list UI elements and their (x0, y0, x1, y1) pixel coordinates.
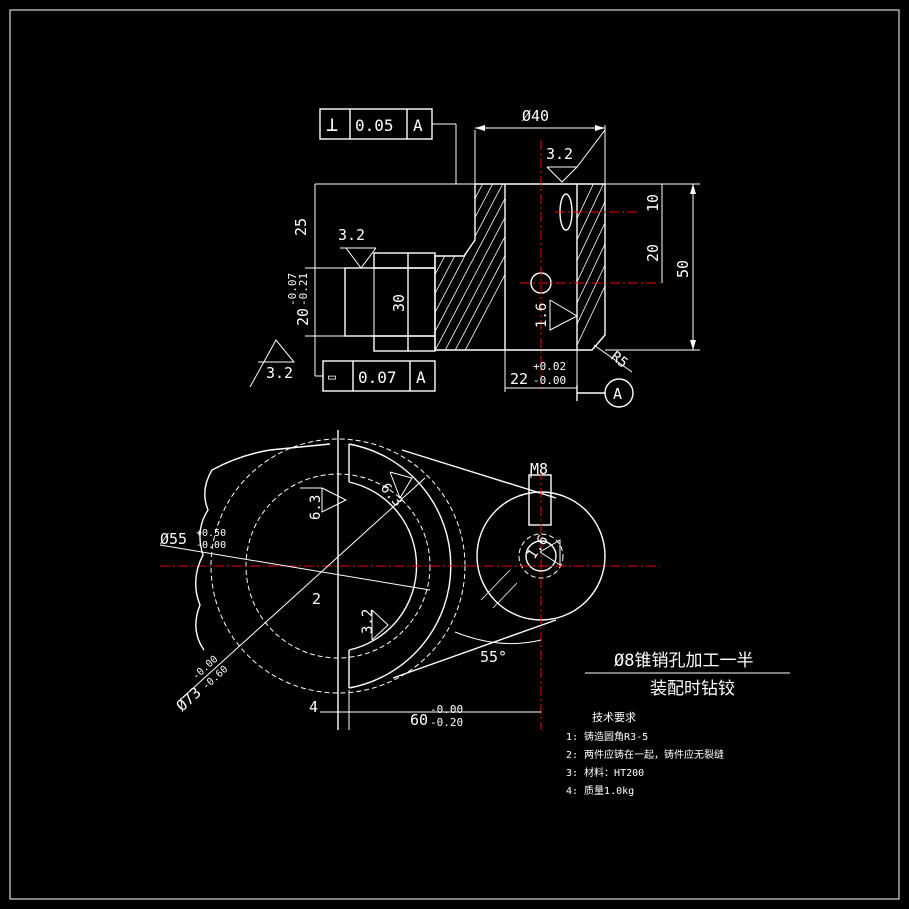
roughness-plan-16: 1.6 (524, 532, 552, 562)
dim-d73-main: Ø73 (173, 683, 205, 715)
roughness-bottom: 3.2 (266, 364, 293, 382)
tech-title: 技术要求 (592, 711, 636, 724)
tech-item-1: 1: 铸造圆角R3-5 (566, 730, 648, 743)
flatness-icon: ▭ (328, 370, 336, 385)
tolerance-top-datum: A (413, 116, 423, 135)
hatch-region (435, 184, 605, 350)
tolerance-bottom-value: 0.07 (358, 368, 397, 387)
roughness-plan-32: 3.2 (360, 609, 376, 634)
dim-h20-main: 20 (294, 308, 312, 326)
dim-h20-right: 20 (644, 244, 662, 262)
roughness-plan-63b: 6.3 (377, 480, 406, 510)
note-line-1: Ø8锥销孔加工一半 (614, 651, 753, 671)
dim-d55-main: Ø55 (160, 530, 187, 548)
dim-h50: 50 (674, 260, 692, 278)
plan-view (160, 430, 660, 730)
tolerance-bottom-datum: A (416, 368, 426, 387)
dim-angle55: 55° (480, 648, 507, 666)
dim-w60-main: 60 (410, 711, 428, 729)
tech-requirements: 技术要求 1: 铸造圆角R3-5 2: 两件应铸在一起，铸件应无裂缝 3: 材料… (566, 711, 724, 797)
dim-h20-tol-lower: -0.21 (297, 273, 310, 306)
drawing-border (9, 9, 900, 900)
dim-w22-main: 22 (510, 370, 528, 388)
outer-circle-dashed (210, 438, 466, 694)
dim-w60-tol-lower: -0.20 (430, 716, 463, 729)
datum-label: A (613, 385, 622, 403)
note-block: Ø8锥销孔加工一半 装配时钻铰 (585, 651, 790, 699)
note-line-2: 装配时钻铰 (650, 679, 735, 699)
label-2: 2 (312, 590, 321, 608)
section-dims: Ø40 25 20 -0.07 -0.21 30 50 10 20 22 +0.… (286, 107, 700, 408)
tolerance-top-value: 0.05 (355, 116, 394, 135)
small-boss-bore (525, 540, 557, 572)
dim-gap4: 4 (309, 698, 318, 716)
dim-h25: 25 (292, 218, 310, 236)
dim-h20-tol-upper: -0.07 (286, 273, 299, 306)
tech-item-4: 4: 质量1.0kg (566, 785, 634, 797)
perpendicularity-icon: ⊥ (326, 112, 338, 136)
dim-d55-tol-lower: -0.00 (196, 540, 226, 551)
tolerance-frame-bottom: ▭ 0.07 A (314, 336, 436, 392)
dim-w60-tol-upper: -0.00 (430, 703, 463, 716)
dim-d55-tol-upper: +0.50 (196, 528, 226, 539)
tech-item-2: 2: 两件应铸在一起，铸件应无裂缝 (566, 748, 724, 761)
roughness-side: 1.6 (534, 303, 550, 328)
tolerance-frame-top: ⊥ 0.05 A (319, 108, 457, 184)
dim-h30: 30 (390, 294, 408, 312)
break-line (195, 469, 213, 651)
dim-h10: 10 (644, 194, 662, 212)
roughness-top: 3.2 (546, 145, 573, 163)
part-outline-left (434, 184, 505, 351)
roughness-left: 3.2 (338, 226, 365, 244)
dim-bore-dia: Ø40 (522, 107, 549, 125)
dim-w22-tol-lower: -0.00 (533, 374, 566, 387)
dim-w22-tol-upper: +0.02 (533, 360, 566, 373)
tech-item-3: 3: 材料：HT200 (566, 766, 644, 779)
datum-a-circle (604, 378, 634, 408)
roughness-plan-63a: 6.3 (308, 495, 324, 520)
dim-m8: M8 (530, 460, 548, 478)
roughness-section: 3.2 3.2 3.2 1.6 (249, 129, 606, 388)
